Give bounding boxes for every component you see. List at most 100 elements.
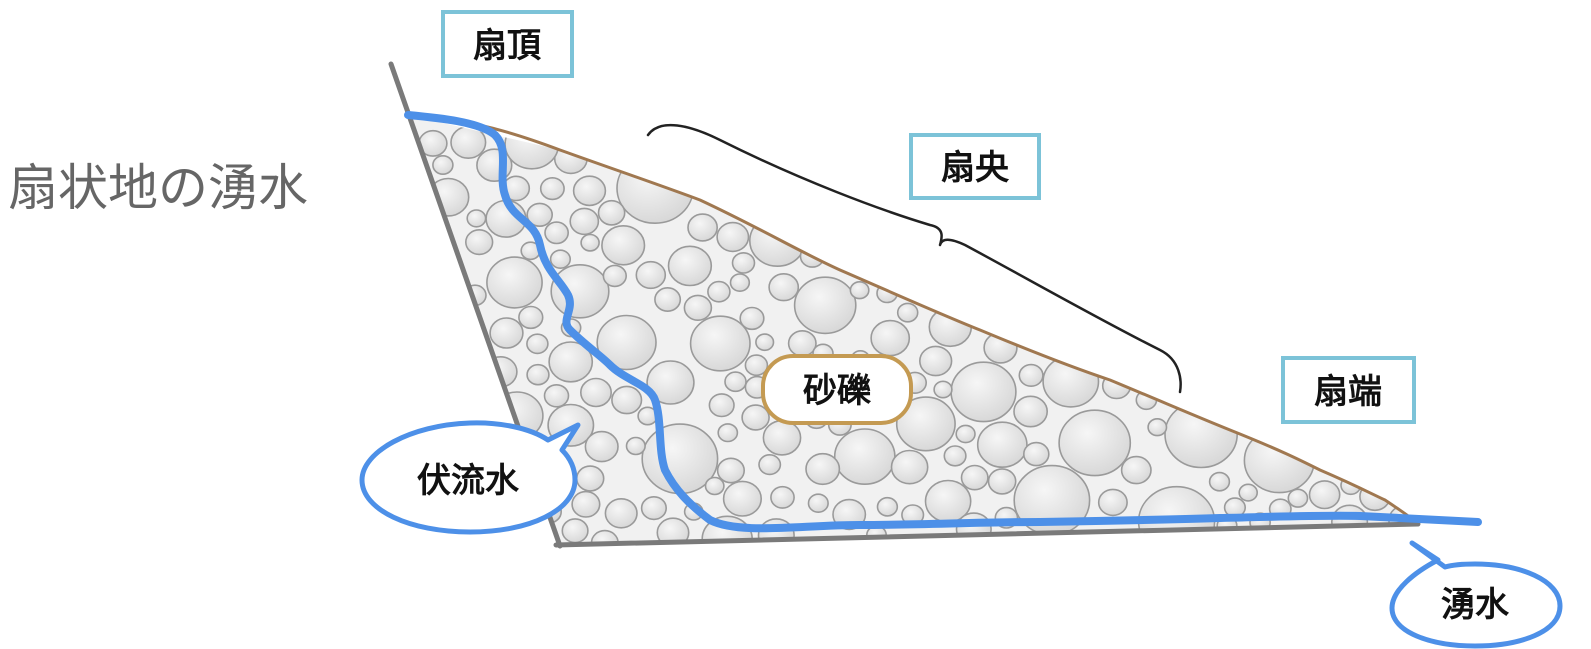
- gravel-stone: [579, 377, 612, 408]
- gravel-stone: [807, 493, 829, 514]
- gravel-stone: [739, 306, 765, 331]
- gravel-stone: [890, 449, 929, 485]
- gravel-stone: [704, 476, 725, 496]
- underflow-label: 伏流水: [417, 461, 520, 501]
- gravel-stone: [1042, 355, 1100, 408]
- gravel-label: 砂礫: [803, 371, 872, 411]
- gravel-stone: [1287, 488, 1309, 508]
- gravel-stone: [466, 209, 487, 228]
- gravel-stone: [548, 341, 594, 383]
- gravel-stone: [526, 333, 549, 355]
- gravel-stone: [1330, 504, 1369, 539]
- gravel-stone: [928, 306, 973, 348]
- gravel-stone: [602, 264, 627, 288]
- gravel-stone: [1164, 400, 1238, 469]
- gravel-stone: [654, 286, 682, 312]
- gravel-stone: [572, 175, 607, 207]
- gravel-stone: [770, 485, 795, 509]
- gravel-stone: [561, 518, 589, 544]
- gravel-stone: [758, 454, 782, 476]
- gravel-stone: [611, 385, 643, 415]
- gravel-stone: [768, 273, 800, 302]
- gravel-stone: [805, 452, 841, 486]
- gravel-stone: [526, 363, 550, 386]
- gravel-stone: [1018, 363, 1044, 388]
- gravel-stone: [876, 496, 899, 517]
- gravel-stone: [683, 294, 713, 321]
- gravel-stone: [787, 329, 817, 357]
- gravel-stone: [432, 155, 454, 176]
- gravel-stone: [526, 202, 554, 228]
- gravel-stone: [741, 404, 770, 431]
- gravel-stone: [933, 380, 953, 399]
- gravel-stone: [849, 281, 870, 300]
- middle-section-brace: [646, 123, 1182, 394]
- gravel-stone: [943, 445, 967, 467]
- gravel-stone: [755, 333, 775, 352]
- gravel-stone: [616, 152, 694, 224]
- gravel-stone: [960, 464, 989, 491]
- gravel-stone: [793, 276, 857, 335]
- underflow-water-path: [404, 111, 1482, 533]
- gravel-stone: [1097, 488, 1128, 517]
- gravel-stone: [976, 421, 1028, 469]
- gravel-stone: [722, 480, 763, 517]
- gravel-stone: [716, 457, 746, 484]
- gravel-stone: [635, 260, 667, 290]
- gravel-stone: [597, 199, 626, 226]
- gravel-stone: [569, 207, 600, 236]
- gravel-label-box: 砂礫: [761, 354, 913, 425]
- gravel-box-frame: [761, 354, 913, 425]
- gravel-stone: [1013, 395, 1049, 428]
- toe-label-box: 扇端: [1281, 356, 1416, 424]
- gravel-stone: [950, 361, 1017, 423]
- underflow-bubble: 伏流水: [359, 420, 581, 535]
- spring-bubble-shape: [1389, 540, 1563, 649]
- gravel-stone: [1058, 409, 1132, 477]
- gravel-stone: [731, 251, 756, 274]
- spring-bubble: 湧水: [1389, 540, 1563, 649]
- gravel-stone: [601, 225, 646, 266]
- gravel-stone: [486, 256, 543, 309]
- gravel-stone: [955, 424, 976, 444]
- gravel-stone: [987, 468, 1017, 495]
- gravel-stone: [895, 396, 956, 452]
- toe-box-frame: [1281, 356, 1416, 424]
- gravel-stone: [640, 496, 668, 521]
- base-line: [553, 521, 1421, 548]
- apex-label: 扇頂: [473, 26, 542, 66]
- gravel-stone: [689, 315, 751, 372]
- gravel-stone: [870, 319, 911, 357]
- gravel-stone: [571, 490, 601, 518]
- gravel-stone: [580, 233, 600, 252]
- middle-box-frame: [909, 133, 1041, 200]
- gravel-stone: [896, 302, 919, 323]
- underflow-bubble-shape: [359, 420, 581, 535]
- diagram-title: 扇状地の湧水: [8, 159, 308, 217]
- gravel-stone: [833, 428, 896, 486]
- middle-label-box: 扇央: [909, 133, 1041, 200]
- fan-surface-line: [411, 115, 1417, 524]
- gravel-stone: [543, 383, 570, 408]
- gravel-stone: [539, 177, 565, 201]
- gravel-stone: [1120, 455, 1152, 485]
- gravel-stone: [748, 214, 806, 268]
- gravel-stone: [708, 393, 735, 418]
- gravel-stone: [717, 423, 739, 443]
- gravel-stone: [549, 249, 572, 270]
- gravel-stone: [762, 419, 802, 456]
- gravel-stone: [918, 345, 953, 377]
- gravel-stone: [716, 221, 750, 253]
- gravel-stone: [1238, 483, 1258, 502]
- gravel-stone: [667, 245, 713, 287]
- gravel-stone: [544, 221, 570, 245]
- middle-label: 扇央: [941, 148, 1010, 188]
- apex-box-frame: [441, 10, 574, 78]
- gravel-stone: [550, 263, 610, 319]
- apex-label-box: 扇頂: [441, 10, 574, 78]
- gravel-stone: [1208, 471, 1231, 492]
- gravel-stone: [1308, 480, 1341, 510]
- gravel-stone: [707, 280, 731, 303]
- gravel-stone: [489, 317, 524, 349]
